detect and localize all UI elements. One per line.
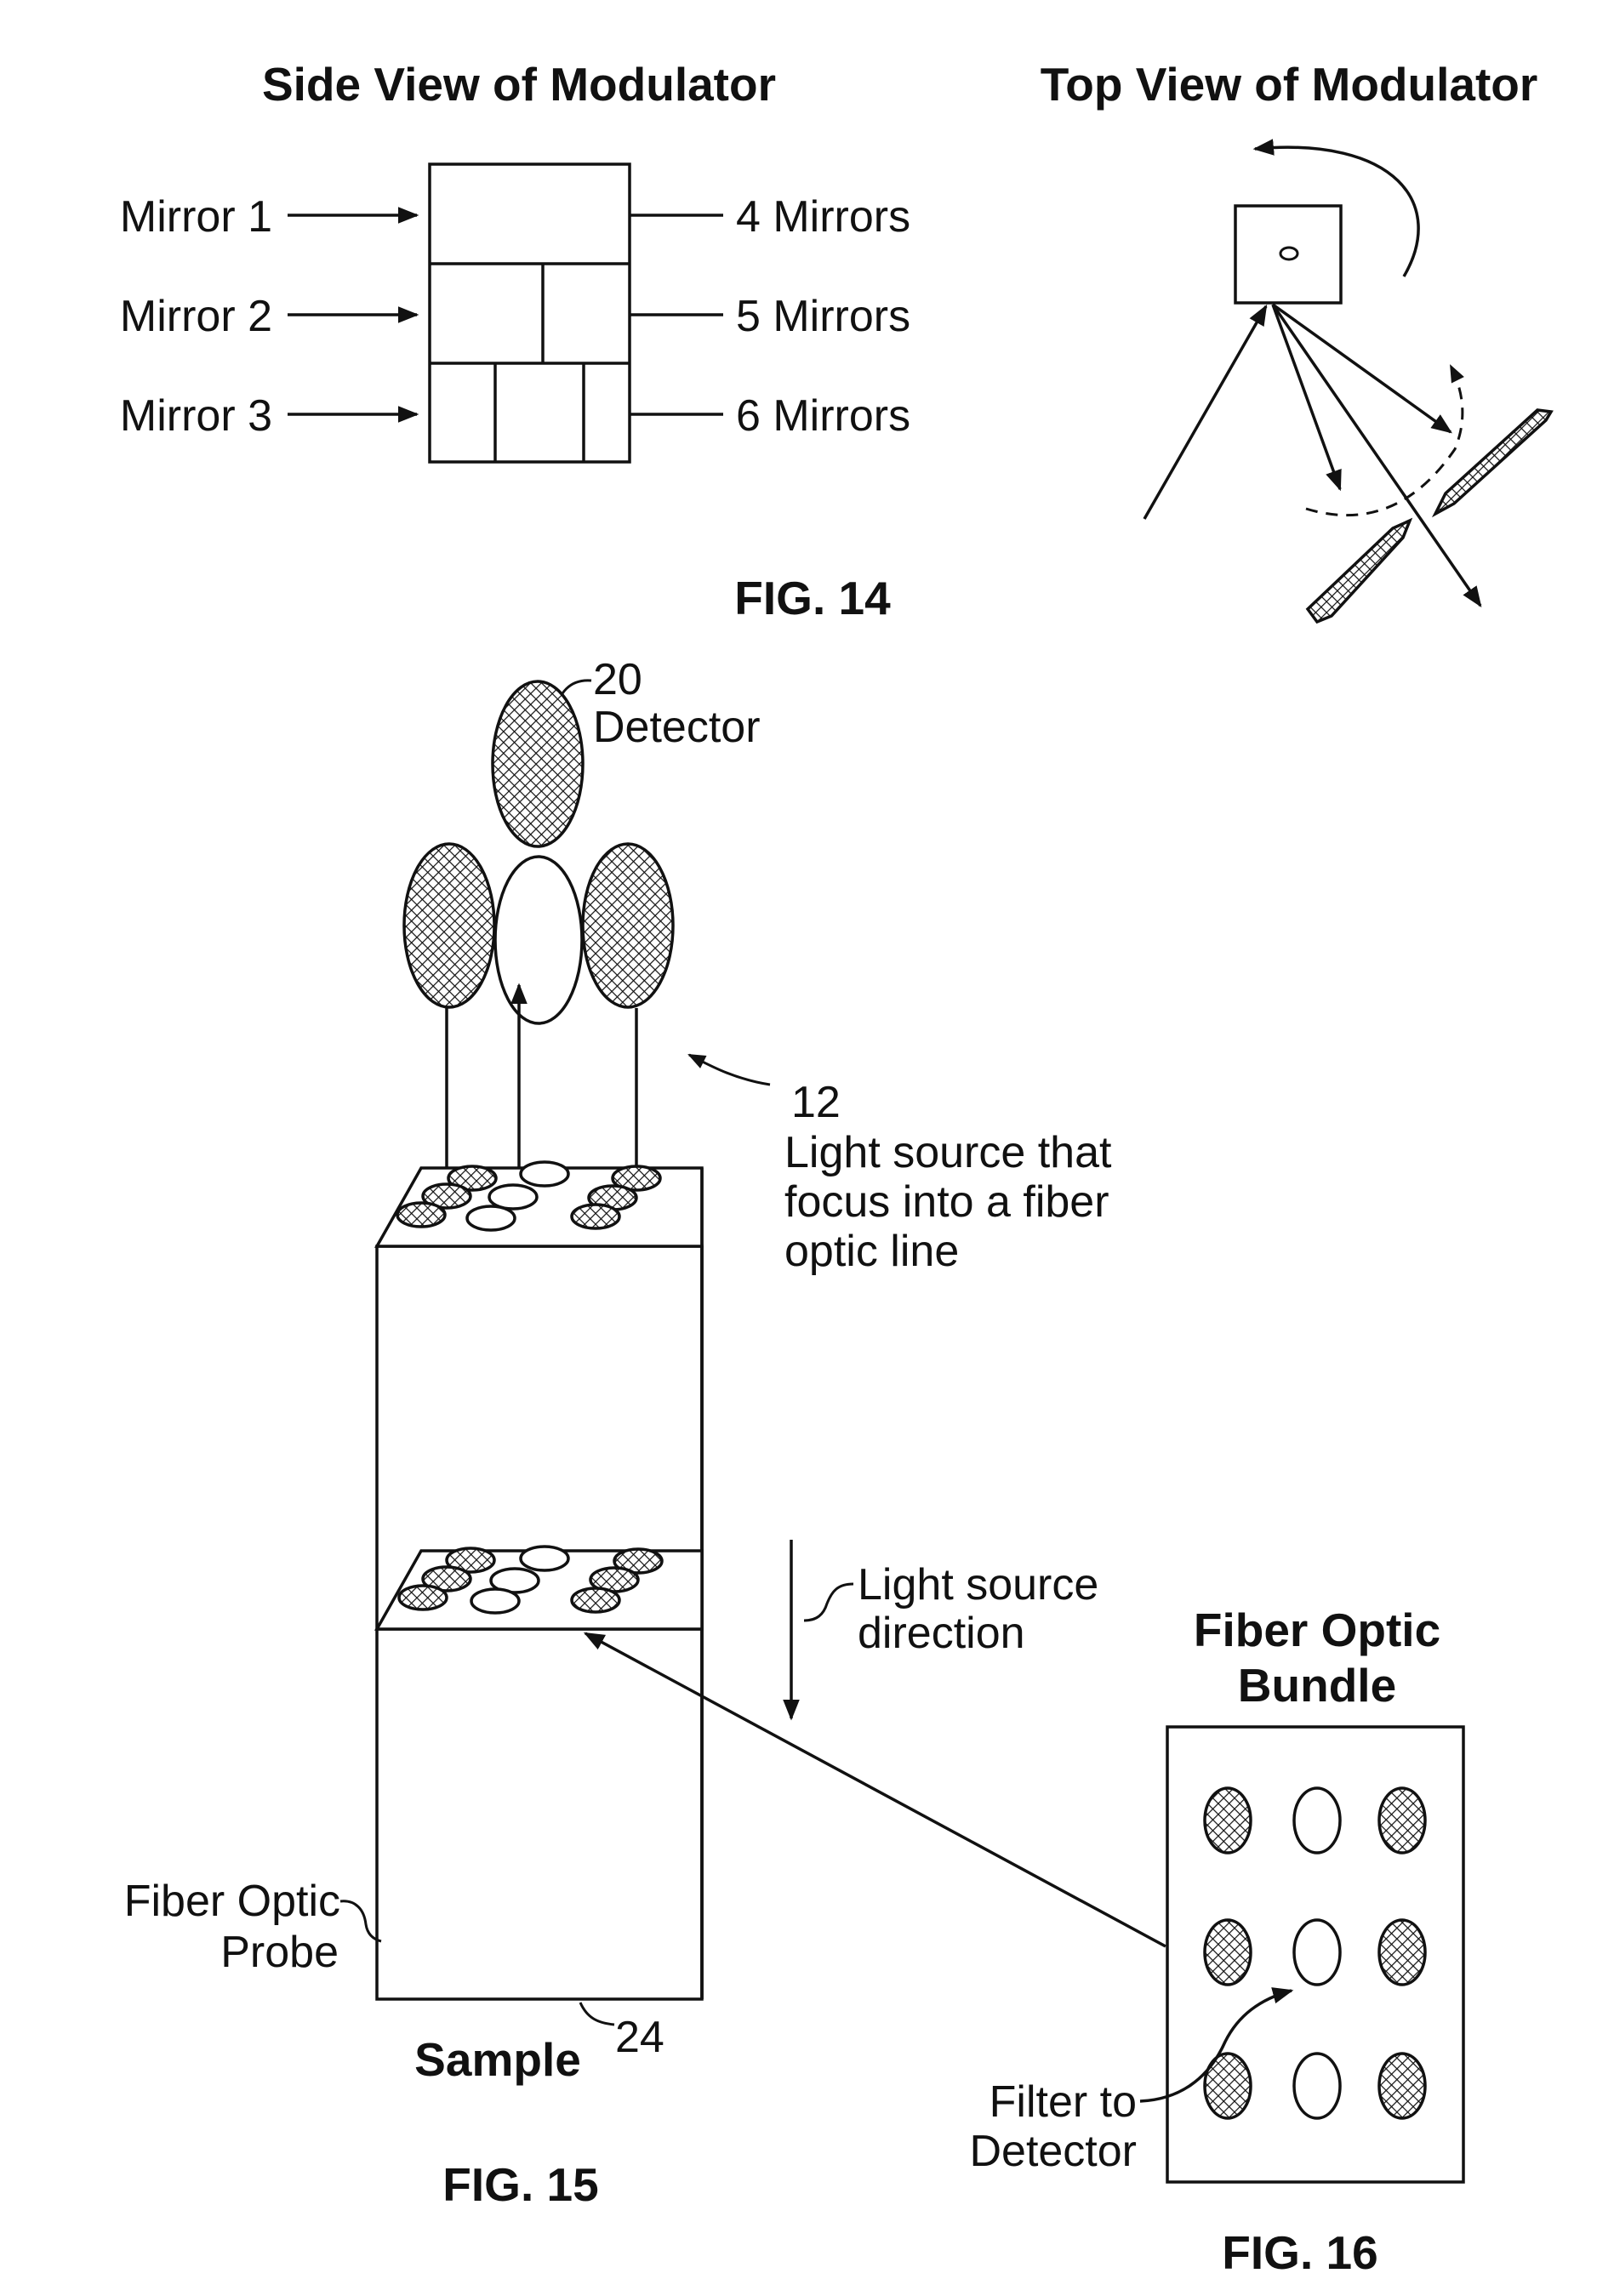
fig15-caption: FIG. 15 <box>442 2158 598 2211</box>
fig16-caption: FIG. 16 <box>1222 2226 1377 2279</box>
light-source-element <box>493 855 584 1025</box>
reflected-beam <box>1271 304 1342 492</box>
sample-ref: 24 <box>615 2013 664 2062</box>
mirror-1-label: Mirror 1 <box>120 192 272 242</box>
reflected-beam <box>1271 303 1452 434</box>
fiber-hatched <box>1203 1786 1252 1854</box>
filter-pointer <box>1139 1987 1294 2103</box>
fiber-hatched <box>570 1203 621 1230</box>
bundle-title-line-1: Fiber Optic <box>1194 1604 1440 1656</box>
fiber-open <box>1292 1918 1342 1986</box>
filter-label-line-1: Filter to <box>990 2077 1137 2127</box>
mirror-3-label: Mirror 3 <box>120 391 272 441</box>
fig14-top-title: Top View of Modulator <box>1041 58 1538 111</box>
row-3-label: 6 Mirrors <box>736 391 910 441</box>
fiber-hatched <box>445 1547 496 1574</box>
detector-element <box>491 680 585 848</box>
fiber-open <box>465 1205 516 1232</box>
row-2-label: 5 Mirrors <box>736 292 910 341</box>
fiber-hatched <box>396 1201 447 1228</box>
fiber-open <box>470 1587 521 1615</box>
probe-label-line-1: Fiber Optic <box>124 1877 340 1926</box>
fiber-open <box>488 1183 539 1211</box>
fiber-hatched <box>447 1165 498 1192</box>
detector-ref: 20 <box>593 655 642 704</box>
filter-label-line-2: Detector <box>969 2127 1137 2176</box>
detector-label: Detector <box>593 703 761 752</box>
fiber-hatched <box>1203 2052 1252 2120</box>
bundle-title-line-2: Bundle <box>1238 1659 1396 1712</box>
fiber-open <box>1292 2052 1342 2120</box>
fiber-hatched <box>611 1165 662 1192</box>
light-source-line-3: optic line <box>784 1227 959 1276</box>
fiber-hatched <box>421 1182 472 1210</box>
fiber-hatched <box>1377 1786 1427 1854</box>
fiber-hatched <box>613 1547 664 1575</box>
fig14-side-view: Side View of Modulator Mirror 1 Mirror 2… <box>120 58 910 464</box>
light-source-line-1: Light source that <box>784 1128 1112 1177</box>
mirror-element <box>1431 408 1554 518</box>
fiber-hatched <box>570 1587 621 1614</box>
probe-label-line-2: Probe <box>220 1928 339 1977</box>
fig14-top-view: Top View of Modulator FIG. 14 <box>734 58 1554 624</box>
modulator-pivot <box>1279 246 1299 261</box>
modulator-side-body <box>428 162 631 464</box>
fiber-hatched <box>1377 2052 1427 2120</box>
light-direction-leader <box>803 1582 854 1622</box>
sweep-arc <box>1305 364 1464 517</box>
fiber-hatched <box>1203 1918 1252 1986</box>
mirror-element <box>1305 517 1413 624</box>
fiber-open <box>519 1160 570 1188</box>
sample-label: Sample <box>414 2033 581 2086</box>
fiber-open <box>1292 1786 1342 1854</box>
incident-beam <box>1143 304 1268 520</box>
rotation-arrow <box>1252 139 1420 277</box>
row-1-label: 4 Mirrors <box>736 192 910 242</box>
fiber-hatched <box>1377 1918 1427 1986</box>
reflected-beam <box>1271 304 1482 608</box>
light-source-ref: 12 <box>791 1078 841 1127</box>
fiber-hatched <box>397 1584 448 1611</box>
detector-element <box>402 842 496 1009</box>
light-source-line-2: focus into a fiber <box>784 1177 1109 1227</box>
fig14-side-title: Side View of Modulator <box>262 58 776 111</box>
detector-element <box>581 842 675 1009</box>
fiber-open <box>519 1545 570 1572</box>
light-direction-line-1: Light source <box>858 1560 1098 1609</box>
modulator-top-body <box>1234 204 1343 305</box>
bundle-section-arrow <box>583 1632 1166 1948</box>
fiber-hatched <box>421 1565 472 1592</box>
light-source-pointer <box>687 1053 771 1086</box>
sample-leader <box>579 2002 615 2026</box>
light-direction-line-2: direction <box>858 1609 1025 1658</box>
fig16: Fiber Optic Bundle Filter to Detector FI… <box>969 1604 1465 2279</box>
probe-top-fibers <box>396 1160 662 1232</box>
fig15: 20 Detector 12 Light source that focus i… <box>124 655 1112 2211</box>
probe-leader <box>339 1900 382 1943</box>
probe-section-fibers <box>397 1545 664 1615</box>
fig14-caption: FIG. 14 <box>734 572 891 624</box>
mirror-2-label: Mirror 2 <box>120 292 272 341</box>
